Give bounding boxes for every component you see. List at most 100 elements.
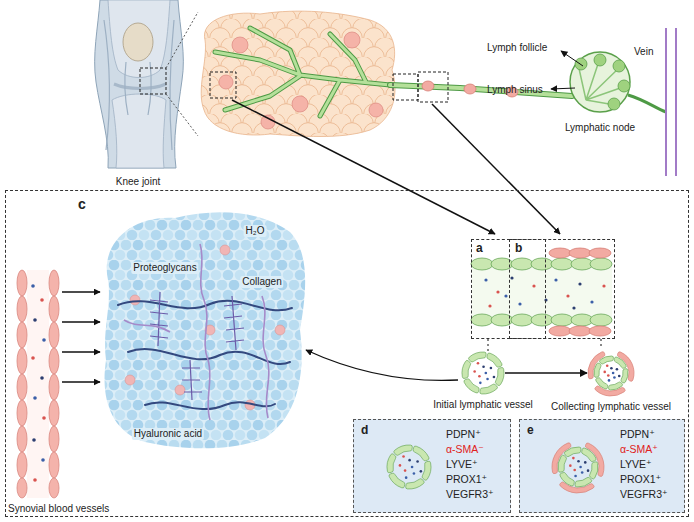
structure-label: Lymphatic node (565, 122, 635, 134)
particle (40, 376, 44, 380)
proteoglycan (150, 292, 168, 346)
particle (175, 385, 185, 395)
endothelial-cell (17, 322, 27, 348)
collagen (124, 320, 170, 332)
endothelial-cell (480, 384, 497, 394)
particle (33, 478, 37, 482)
lymphatic-network (215, 28, 572, 116)
marker-text: VEGFR3⁺ (620, 488, 668, 501)
structure-label: Lymph follicle (487, 42, 547, 54)
particle (579, 466, 582, 469)
endothelial-cell (389, 473, 405, 488)
endothelial-cell (17, 296, 27, 322)
zoom-connector (601, 339, 602, 349)
particle (496, 290, 499, 293)
flow-arrow (62, 291, 100, 292)
smooth-muscle-cell (422, 81, 434, 91)
proteoglycans (150, 292, 244, 400)
lymphatic-vessel-segment (471, 248, 612, 336)
endothelial-cell (49, 400, 59, 426)
smooth-muscle-cell (569, 248, 591, 258)
tibia (112, 94, 166, 168)
particle (569, 464, 572, 467)
particle (490, 367, 493, 370)
pointer-arrow (561, 51, 583, 66)
particle (484, 278, 487, 281)
endothelial-cell (394, 445, 412, 455)
endothelial-cell (551, 258, 573, 270)
endothelial-cell (49, 452, 59, 478)
particle (33, 318, 37, 322)
zoom-square (210, 72, 236, 98)
marker-text: PROX1⁺ (620, 473, 661, 486)
smooth-muscle-cell (589, 326, 611, 336)
endothelial-cell (596, 378, 608, 389)
particle (532, 284, 535, 287)
collecting-vessel (390, 85, 572, 96)
knee-illustration (95, 0, 198, 168)
endothelial-cell (531, 258, 553, 270)
endothelial-cell (49, 270, 59, 296)
particle (413, 472, 416, 475)
endothelial-cell (582, 448, 596, 461)
synovial-fluid-matrix (105, 212, 458, 448)
particle (31, 284, 35, 288)
vessel-wall (17, 270, 59, 498)
particle (402, 455, 405, 458)
vessel-cross-section: Initial lymphatic vessel (461, 351, 505, 395)
particle (544, 298, 547, 301)
blood-content (31, 284, 46, 482)
lymph-follicle (613, 60, 625, 72)
adipose-tissue (201, 11, 395, 136)
lymph-follicle (618, 80, 630, 92)
endothelial-cell (464, 379, 479, 393)
vessel-lumen (472, 266, 612, 318)
particle (220, 245, 230, 255)
hyaluronic-acid (145, 402, 275, 409)
particle (482, 365, 485, 368)
particle (606, 364, 609, 367)
cell (344, 32, 360, 48)
particle (612, 372, 615, 375)
vessel-label: Initial lymphatic vessel (433, 399, 532, 411)
marker-text: α-SMA⁻ (446, 443, 484, 456)
endothelial-cell (406, 479, 424, 489)
endothelial-cell (575, 477, 592, 487)
zoom-line (166, 12, 198, 68)
zoom-box: b (509, 239, 615, 339)
transition-arrow (505, 372, 587, 373)
particle (616, 368, 619, 371)
zoom-square (140, 68, 166, 94)
figure-label: Knee joint (116, 176, 160, 188)
endothelial-cell (590, 314, 612, 326)
particle (572, 457, 575, 460)
marker-text: LYVE⁺ (446, 458, 478, 471)
smooth-muscle-cell (588, 352, 605, 379)
particle (479, 382, 482, 385)
lymph-follicle (575, 58, 587, 70)
lymph-node-illustration (551, 28, 676, 176)
endothelial-cell (558, 455, 566, 472)
zoom-square (393, 74, 418, 100)
endothelial-cell (49, 426, 59, 452)
patella (123, 23, 153, 61)
marker-text: α-SMA⁺ (620, 443, 658, 456)
panel-letter: c (78, 196, 86, 213)
particle (31, 356, 35, 360)
particle (602, 284, 605, 287)
particle (610, 367, 613, 370)
vessel-cross-section: Collecting lymphatic vessel (587, 349, 635, 397)
vessel-illustration (461, 351, 505, 395)
endothelial-cell (600, 356, 614, 364)
vessel-wall (215, 28, 390, 116)
particle (125, 375, 135, 385)
particle (408, 459, 411, 462)
endothelial-cell (471, 314, 493, 326)
cell (232, 37, 248, 53)
endothelial-cell (590, 258, 612, 270)
leg-outline (95, 0, 184, 168)
zoom-arrow (432, 104, 560, 234)
endothelial-cell (511, 314, 533, 326)
panel-letter: b (515, 241, 522, 255)
